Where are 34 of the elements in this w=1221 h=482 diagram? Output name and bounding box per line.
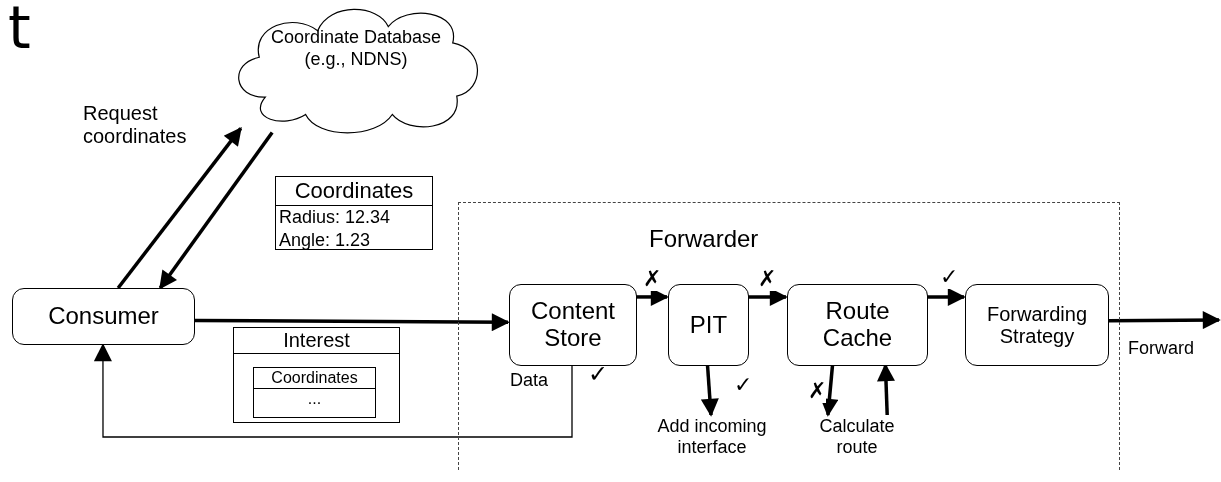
box-label: Route Cache: [821, 298, 894, 352]
box-label: Consumer: [48, 303, 159, 330]
packet-header: Interest: [234, 328, 399, 354]
box-label: PIT: [689, 311, 728, 339]
forwarder-region: [458, 202, 1120, 470]
process-box: [509, 284, 637, 366]
packet-header: Coordinates: [276, 177, 432, 206]
arrow: [93, 343, 573, 438]
packet-box: [233, 327, 400, 423]
region-title: Forwarder: [649, 225, 759, 253]
heading-fragment: t: [8, 0, 31, 62]
packet-field: Angle: 1.23: [276, 228, 432, 253]
process-box: [965, 284, 1109, 366]
arrow: [820, 364, 839, 417]
packet-box: [253, 367, 376, 418]
arrow: [116, 126, 243, 290]
check-mark: ✓: [588, 360, 608, 388]
process-box: [12, 288, 195, 345]
arrow: [195, 313, 510, 332]
process-box: [787, 284, 928, 366]
packet-field: ...: [254, 389, 375, 410]
arrow: [927, 287, 966, 306]
box-label: Forwarding Strategy: [985, 302, 1088, 348]
packet-field: Radius: 12.34: [276, 205, 432, 229]
process-box: [668, 284, 749, 366]
step-label: Add incoming interface: [656, 416, 768, 458]
arrow: [158, 131, 274, 290]
packet-header: Coordinates: [254, 368, 375, 389]
packet-box: [275, 176, 433, 250]
arrow: [1108, 311, 1221, 330]
cloud-label: Coordinate Database (e.g., NDNS): [270, 27, 442, 69]
arrow: [700, 364, 719, 417]
step-label: Calculate route: [818, 416, 896, 458]
box-label: Content Store: [529, 298, 617, 352]
